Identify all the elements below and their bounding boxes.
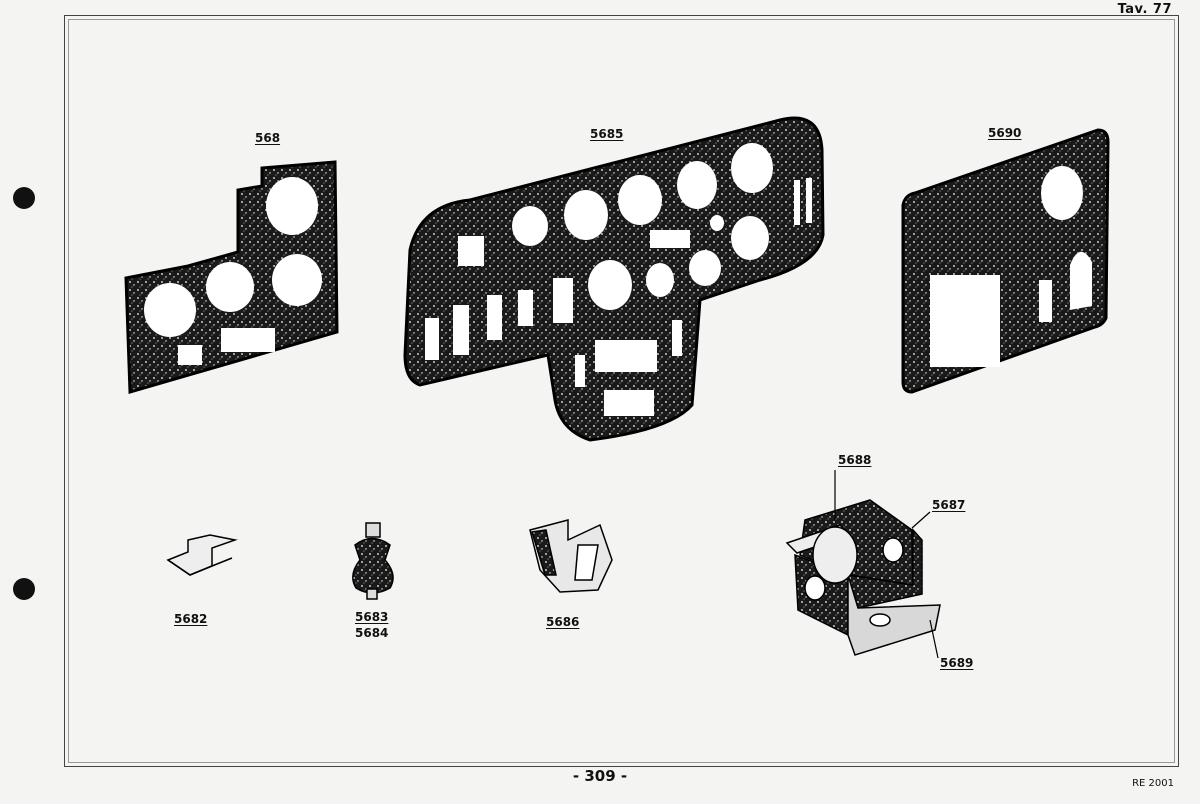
- leader-lines: [834, 470, 939, 659]
- panel-5685-drawing: [403, 116, 825, 442]
- page-border-inner: [68, 19, 1175, 763]
- page-number: - 309 -: [572, 767, 628, 785]
- binder-hole-top: [13, 187, 35, 209]
- label-568: 568: [255, 131, 281, 145]
- housing-5687-drawing: [785, 499, 941, 656]
- label-5687: 5687: [932, 498, 966, 512]
- clip-5686-drawing: [529, 519, 613, 593]
- label-5688: 5688: [838, 453, 872, 467]
- knob-5683-drawing: [352, 522, 394, 600]
- document-reference: RE 2001: [1132, 778, 1174, 789]
- label-5685: 5685: [590, 127, 624, 141]
- plate-number: Tav. 77: [1117, 2, 1172, 17]
- panel-5690-drawing: [901, 128, 1110, 394]
- label-5682: 5682: [174, 612, 208, 626]
- panel-568-drawing: [124, 160, 339, 394]
- label-5686: 5686: [546, 615, 580, 629]
- label-5689: 5689: [940, 656, 974, 670]
- page-border: [64, 15, 1179, 767]
- label-5690: 5690: [988, 126, 1022, 140]
- bracket-5682-drawing: [166, 534, 238, 576]
- binder-hole-bottom: [13, 578, 35, 600]
- label-5683: 5683: [355, 610, 389, 624]
- label-5684: 5684: [355, 626, 389, 640]
